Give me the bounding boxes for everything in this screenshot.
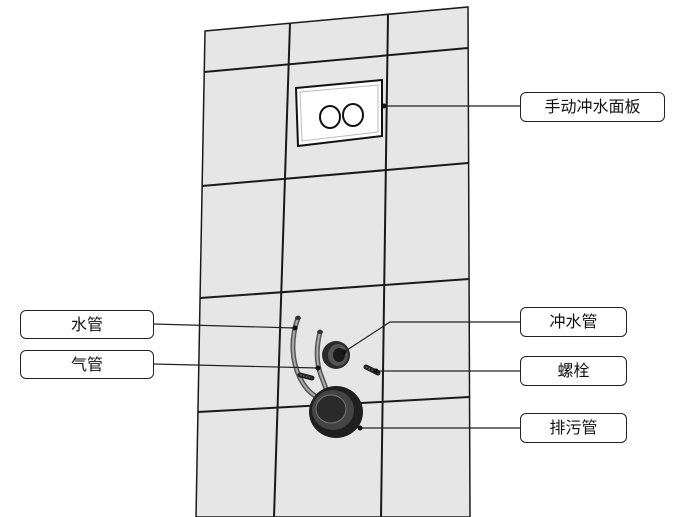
flush-panel [294, 78, 383, 148]
flush-button-left [319, 105, 341, 129]
leader-lines [153, 105, 520, 429]
label-air-pipe-text: 气管 [70, 354, 103, 374]
tile-grid-vertical [273, 13, 389, 517]
flush-button-right [342, 103, 364, 127]
leader-air-pipe [153, 363, 319, 369]
leader-water-pipe [153, 323, 296, 329]
leader-dots [292, 103, 387, 431]
label-water-pipe-text: 水管 [70, 314, 103, 334]
label-flush-pipe-text: 冲水管 [549, 312, 598, 331]
label-water-pipe: 水管 [20, 310, 154, 339]
label-air-pipe: 气管 [20, 350, 154, 379]
leader-flush-pipe [343, 321, 520, 353]
label-flush-panel-text: 手动冲水面板 [544, 97, 641, 116]
label-drain-pipe-text: 排污管 [549, 418, 598, 437]
bolt-left [297, 372, 315, 381]
label-flush-pipe: 冲水管 [520, 307, 627, 337]
label-bolt: 螺栓 [520, 356, 627, 386]
drain-pipe [309, 386, 363, 438]
label-bolt-text: 螺栓 [557, 361, 590, 380]
wall-panel [195, 6, 471, 517]
flush-pipe-outlet [322, 341, 350, 369]
label-flush-panel: 手动冲水面板 [520, 92, 665, 122]
label-drain-pipe: 排污管 [520, 413, 627, 443]
